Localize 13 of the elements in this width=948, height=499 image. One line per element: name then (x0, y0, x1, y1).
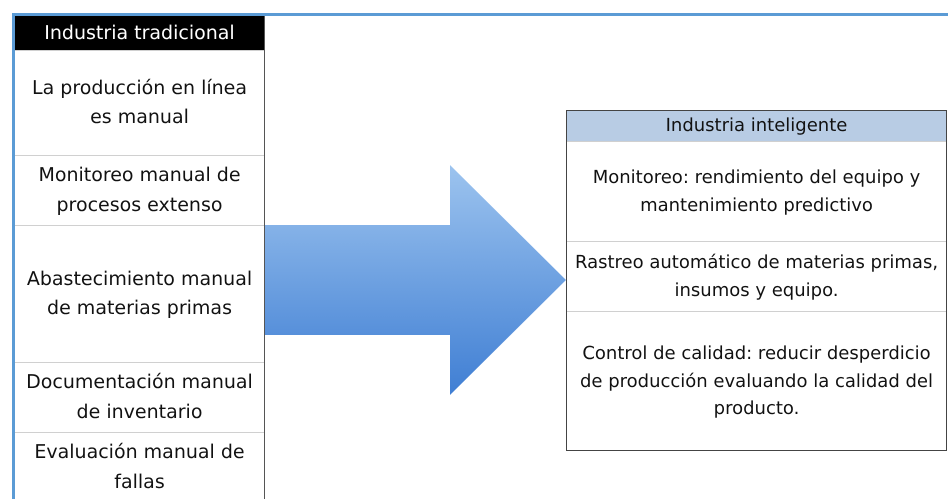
table-row: Evaluación manual de fallas (15, 432, 264, 499)
table-row: Control de calidad: reducir desperdicio de producción evaluando la calidad del producto. (567, 311, 946, 451)
table-row: Documentación manual de inventario (15, 362, 264, 432)
table-header: Industria inteligente (567, 111, 946, 141)
table-row: Rastreo automático de materias primas, insumos y equipo. (567, 241, 946, 311)
block-arrow (265, 165, 566, 395)
table (12, 16, 265, 499)
table-header: Industria tradicional (15, 16, 264, 50)
table (566, 110, 947, 451)
table-row: Monitoreo manual de procesos extenso (15, 155, 264, 225)
table-row: Monitoreo: rendimiento del equipo y mantenimiento predictivo (567, 141, 946, 241)
table-row: La producción en línea es manual (15, 50, 264, 155)
table-row: Abastecimiento manual de materias primas (15, 225, 264, 362)
